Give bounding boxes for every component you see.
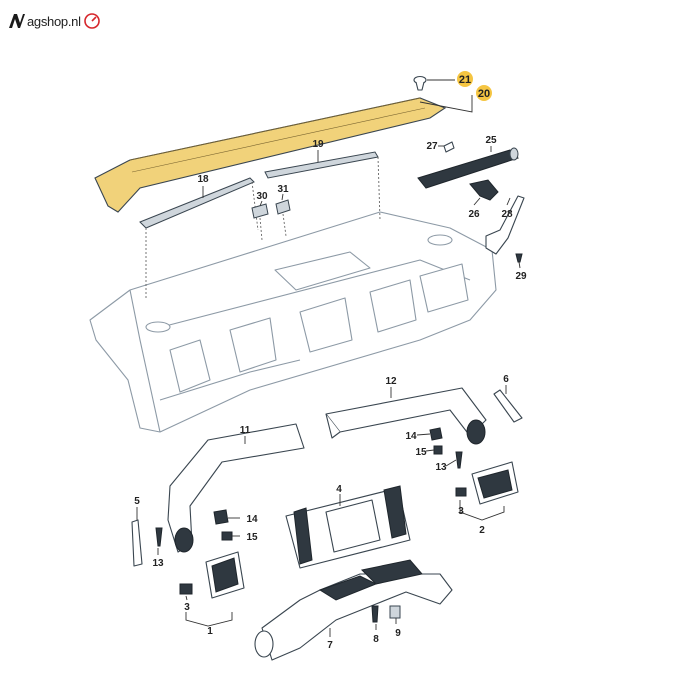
- label-19[interactable]: 19: [312, 139, 324, 150]
- label-9[interactable]: 9: [395, 628, 401, 639]
- label-7[interactable]: 7: [327, 640, 333, 651]
- label-18[interactable]: 18: [197, 174, 209, 185]
- part-11-air-duct[interactable]: [167, 423, 305, 553]
- brand-logo[interactable]: agshop.nl: [8, 12, 101, 30]
- part-21-clip[interactable]: [413, 75, 427, 91]
- label-1[interactable]: 1: [207, 626, 213, 637]
- label-20-highlight: [476, 85, 492, 101]
- label-3-left[interactable]: 3: [184, 602, 190, 613]
- part-18-trim-strip[interactable]: [139, 177, 259, 300]
- label-25[interactable]: 25: [485, 135, 497, 146]
- part-labels: 21 20 18 19 30 31 27 25 26 28 29 12 6 14…: [134, 71, 527, 651]
- logo-text: agshop.nl: [27, 13, 81, 29]
- label-15-right[interactable]: 15: [415, 447, 427, 458]
- label-13-right[interactable]: 13: [435, 462, 447, 473]
- part-13-screw-left[interactable]: [155, 527, 163, 547]
- part-12-air-duct[interactable]: [325, 387, 487, 445]
- part-3-clip-right[interactable]: [455, 487, 467, 497]
- part-27-clip[interactable]: [443, 141, 455, 153]
- part-15-clip-right[interactable]: [433, 445, 443, 455]
- label-4[interactable]: 4: [336, 484, 342, 495]
- speedometer-icon: [83, 13, 100, 29]
- part-31-clip[interactable]: [275, 199, 291, 215]
- label-21-highlight: [457, 71, 473, 87]
- part-2-vent-right[interactable]: [471, 461, 519, 505]
- label-14-left[interactable]: 14: [246, 514, 258, 525]
- label-31[interactable]: 31: [277, 184, 289, 195]
- label-21[interactable]: 21: [459, 74, 471, 86]
- label-26[interactable]: 26: [468, 209, 480, 220]
- label-8[interactable]: 8: [373, 634, 379, 645]
- label-5[interactable]: 5: [134, 496, 140, 507]
- label-28[interactable]: 28: [501, 209, 513, 220]
- label-13-left[interactable]: 13: [152, 558, 164, 569]
- part-9-clip[interactable]: [389, 605, 401, 619]
- part-7-lower-duct[interactable]: [254, 559, 453, 661]
- part-19-trim-strip[interactable]: [264, 151, 381, 221]
- part-13-screw-right[interactable]: [455, 451, 463, 469]
- part-4-center-vent[interactable]: [285, 485, 411, 569]
- part-30-clip[interactable]: [251, 203, 269, 219]
- label-29[interactable]: 29: [515, 271, 527, 282]
- part-26-duct-elbow[interactable]: [469, 179, 499, 201]
- label-6[interactable]: 6: [503, 374, 509, 385]
- dashboard-carrier: [89, 211, 497, 433]
- part-3-clip-left[interactable]: [179, 583, 193, 595]
- label-14-right[interactable]: 14: [405, 431, 417, 442]
- label-3-right[interactable]: 3: [458, 506, 464, 517]
- part-8-screw[interactable]: [371, 605, 379, 623]
- label-2[interactable]: 2: [479, 525, 485, 536]
- label-27[interactable]: 27: [426, 141, 438, 152]
- part-5-trim-cover[interactable]: [131, 519, 143, 567]
- label-20[interactable]: 20: [478, 88, 490, 100]
- part-28-duct-pipe[interactable]: [485, 195, 525, 255]
- label-30[interactable]: 30: [256, 191, 268, 202]
- part-1-vent-left[interactable]: [205, 551, 245, 599]
- part-14-clip-left[interactable]: [213, 509, 229, 525]
- label-15-left[interactable]: 15: [246, 532, 258, 543]
- part-25-air-duct[interactable]: [417, 147, 519, 189]
- part-20-cover-strip[interactable]: [94, 97, 447, 213]
- label-11[interactable]: 11: [240, 425, 251, 436]
- part-14-clip-right[interactable]: [429, 427, 443, 441]
- label-12[interactable]: 12: [385, 376, 397, 387]
- vagshop-logo-icon: [9, 14, 25, 28]
- part-15-clip-left[interactable]: [221, 531, 233, 541]
- part-6-trim-cover[interactable]: [493, 389, 523, 423]
- part-29-screw[interactable]: [515, 253, 523, 263]
